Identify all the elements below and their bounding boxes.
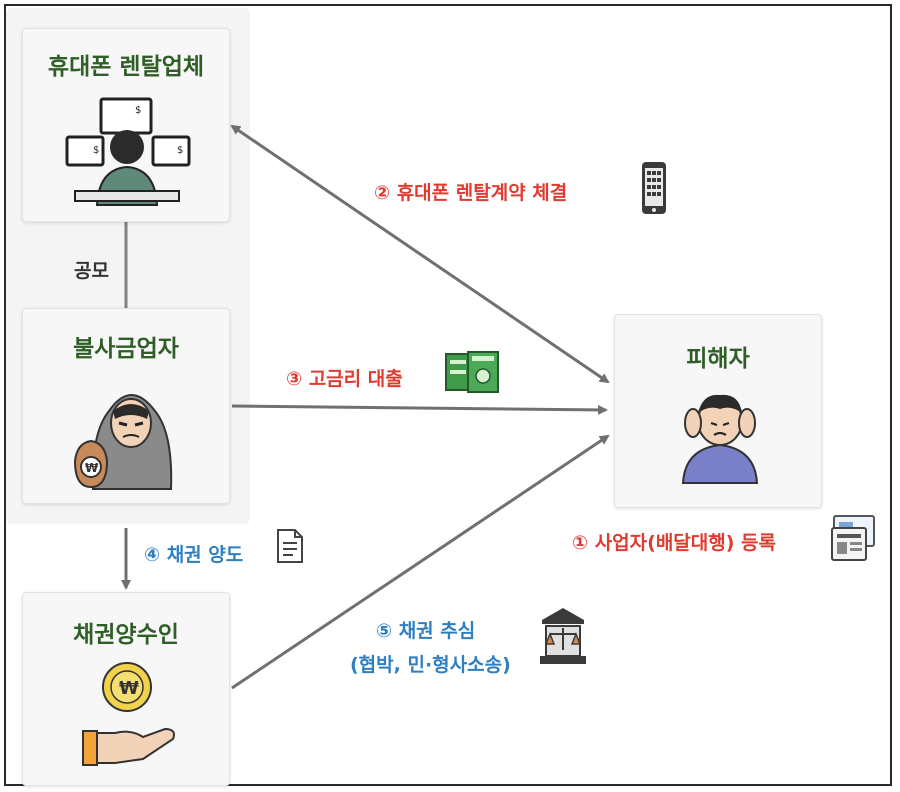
- rental-company-title: 휴대폰 렌탈업체: [47, 54, 205, 80]
- svg-text:₩: ₩: [85, 461, 99, 475]
- svg-text:$: $: [177, 145, 183, 156]
- step2-label: ② 휴대폰 렌탈계약 체결: [374, 182, 568, 204]
- assignee-card: 채권양수인 ₩: [22, 592, 230, 786]
- arrow-debt-collection: [231, 434, 610, 690]
- step5-label-line1: ⑤ 채권 추심: [376, 620, 476, 642]
- illegal-lender-title: 불사금업자: [73, 336, 179, 362]
- hooded-thief-money-bag-icon: ₩: [73, 394, 173, 490]
- illegal-lender-card: 불사금업자 ₩: [22, 308, 230, 504]
- step4-label: ④ 채권 양도: [144, 544, 244, 566]
- collusion-label: 공모: [74, 260, 109, 282]
- outer-frame: [4, 4, 892, 786]
- courthouse-icon: [540, 608, 586, 664]
- arrow-high-interest-loan: [231, 404, 608, 415]
- won-coin-hand-icon: ₩: [82, 662, 175, 766]
- arrow-rental-contract: [230, 124, 610, 384]
- smartphone-icon: [642, 162, 666, 214]
- victim-card: 피해자: [614, 314, 822, 508]
- document-icon: [277, 529, 303, 563]
- step3-label: ③ 고금리 대출: [286, 368, 403, 390]
- step1-label: ① 사업자(배달대행) 등록: [572, 532, 777, 554]
- step5-label-line2: (협박, 민·형사소송): [350, 654, 511, 676]
- computer-hacker-icon: $ $ $: [65, 97, 191, 206]
- registration-card-icon: [831, 515, 875, 561]
- svg-text:$: $: [135, 105, 141, 116]
- victim-title: 피해자: [686, 346, 750, 372]
- stressed-person-icon: [681, 394, 759, 484]
- svg-text:₩: ₩: [119, 678, 139, 699]
- assignee-title: 채권양수인: [73, 622, 179, 648]
- cash-icon: [445, 351, 499, 393]
- rental-company-card: 휴대폰 렌탈업체 $ $ $: [22, 28, 230, 222]
- svg-text:$: $: [93, 145, 99, 156]
